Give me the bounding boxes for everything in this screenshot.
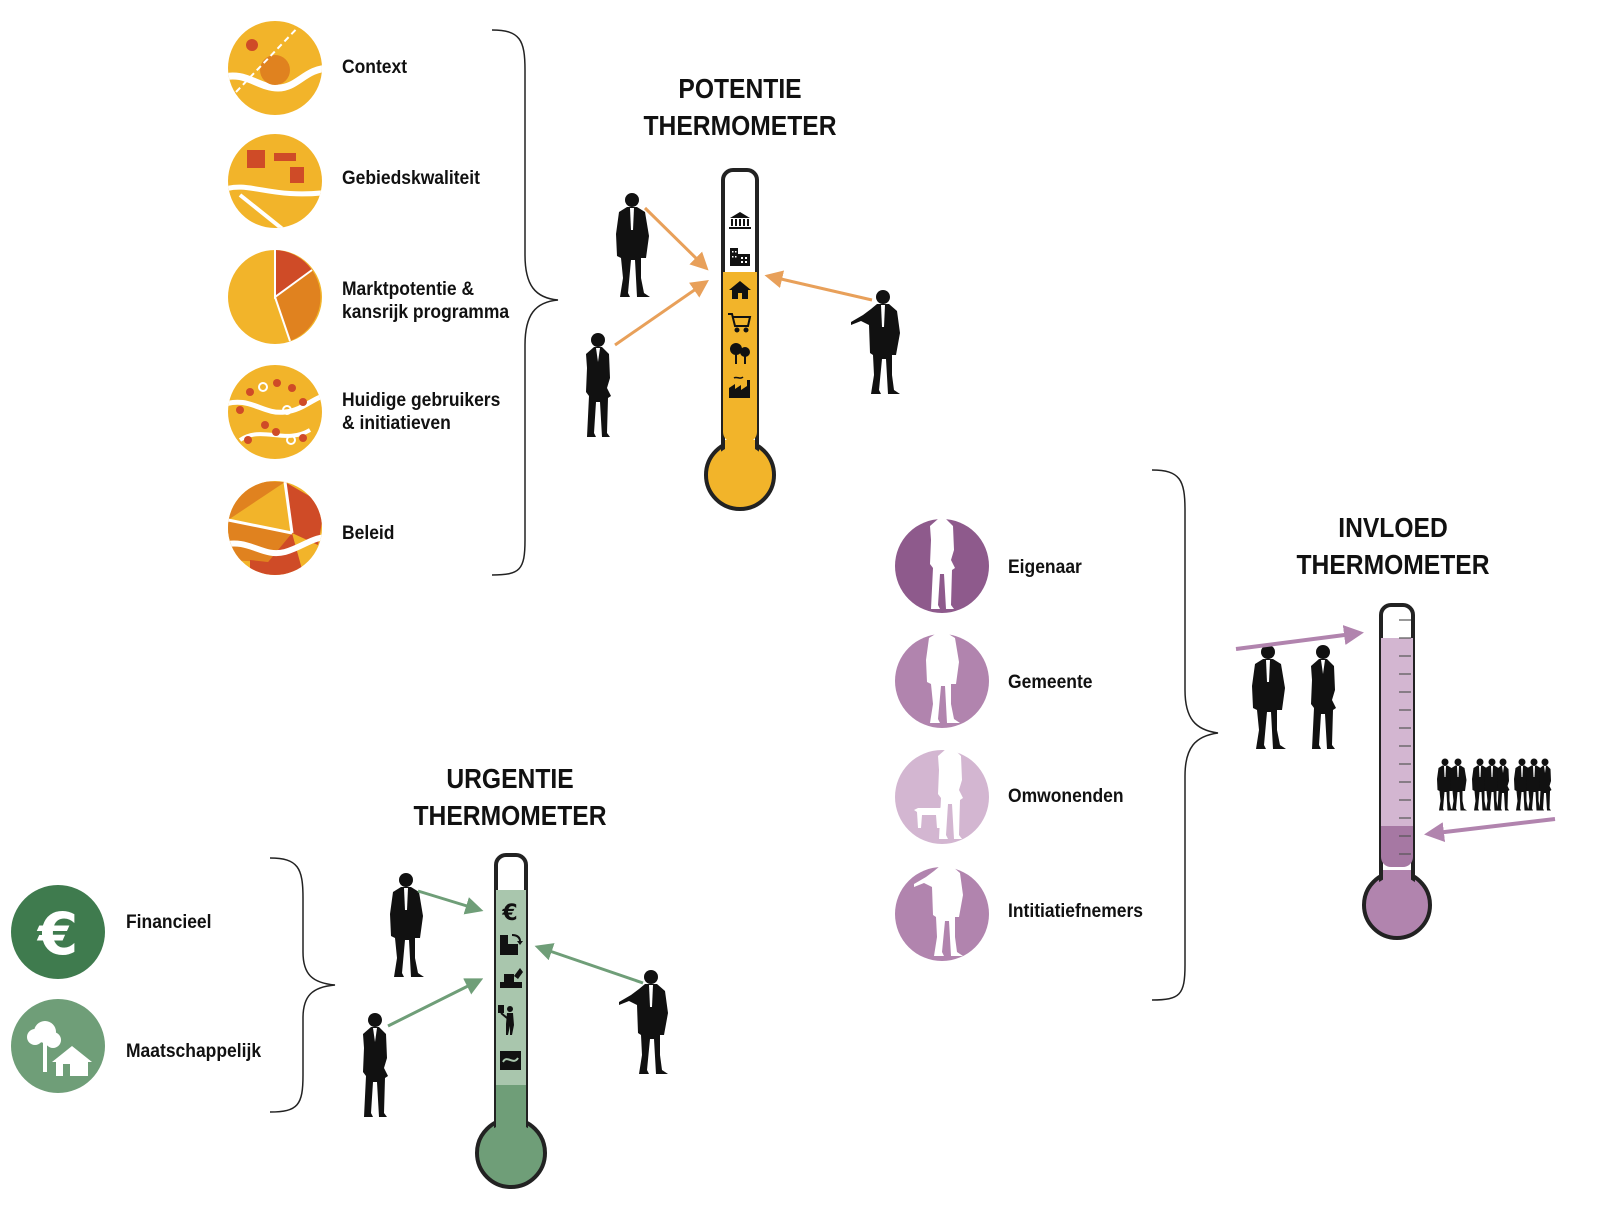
label-marktpotentie: Marktpotentie & kansrijk programma [342, 279, 510, 323]
tree-house-icon [11, 999, 105, 1093]
label-eigenaar: Eigenaar [1008, 557, 1082, 578]
bank-icon [729, 212, 751, 229]
invloed-brace [1151, 469, 1219, 1001]
label-initiatiefnemers: Intitiatiefnemers [1008, 901, 1144, 922]
svg-text:€: € [36, 900, 78, 968]
shopping-cart-icon [728, 313, 752, 333]
invloed-arrow-bottom [1424, 817, 1556, 843]
potentie-arrow-3 [764, 270, 873, 302]
potentie-person-woman [586, 333, 611, 437]
label-huidige-gebruikers: Huidige gebruikers & initiatieven [342, 390, 501, 434]
potentie-title: POTENTIE THERMOMETER [643, 73, 837, 141]
label-gemeente: Gemeente [1008, 672, 1093, 693]
factory-icon [729, 376, 750, 398]
label-financieel: Financieel [126, 912, 212, 933]
invloed-crowd [1437, 758, 1552, 811]
potentie-person-pointer [851, 290, 900, 394]
urgentie-arrow-2 [387, 978, 484, 1028]
euro-icon: € [11, 885, 105, 979]
area-quality-icon [228, 134, 322, 228]
municipality-icon [895, 619, 989, 728]
urgentie-person-man [390, 873, 424, 977]
label-maatschappelijk: Maatschappelijk [126, 1041, 262, 1062]
therm-euro-icon: € [501, 901, 517, 926]
invloed-person-woman [1311, 645, 1336, 749]
excavator-icon [500, 968, 523, 988]
potentie-arrow-2 [614, 279, 709, 347]
urgentie-arrow-3 [534, 943, 644, 985]
context-icon [228, 21, 322, 115]
office-building-icon [730, 248, 750, 266]
urgentie-arrow-1 [417, 889, 484, 915]
urgentie-brace [269, 857, 336, 1113]
urgentie-title: URGENTIE THERMOMETER [413, 763, 607, 831]
invloed-title: INVLOED THERMOMETER [1296, 512, 1490, 580]
protester-icon [498, 1005, 514, 1035]
invloed-thermometer [1362, 603, 1432, 940]
vandalism-icon [500, 1051, 521, 1070]
urgentie-person-pointer [619, 970, 668, 1074]
users-initiatives-icon [228, 365, 322, 459]
label-gebiedskwaliteit: Gebiedskwaliteit [342, 168, 480, 189]
invloed-arrow-top [1235, 625, 1364, 651]
svg-text:€: € [501, 901, 517, 926]
invloed-person-man [1252, 645, 1286, 749]
residents-icon [895, 735, 989, 844]
owner-icon [895, 505, 989, 613]
label-beleid: Beleid [342, 523, 395, 544]
trees-icon [730, 343, 750, 364]
house-icon [729, 281, 751, 299]
initiator-icon [895, 852, 989, 961]
market-pie-icon [228, 250, 322, 344]
potentie-brace [491, 29, 559, 576]
label-context: Context [342, 57, 408, 78]
label-omwonenden: Omwonenden [1008, 786, 1124, 807]
potentie-arrow-1 [643, 206, 709, 271]
urgentie-person-woman [363, 1013, 388, 1117]
policy-icon [228, 481, 322, 575]
building-arrow-icon [500, 934, 523, 955]
